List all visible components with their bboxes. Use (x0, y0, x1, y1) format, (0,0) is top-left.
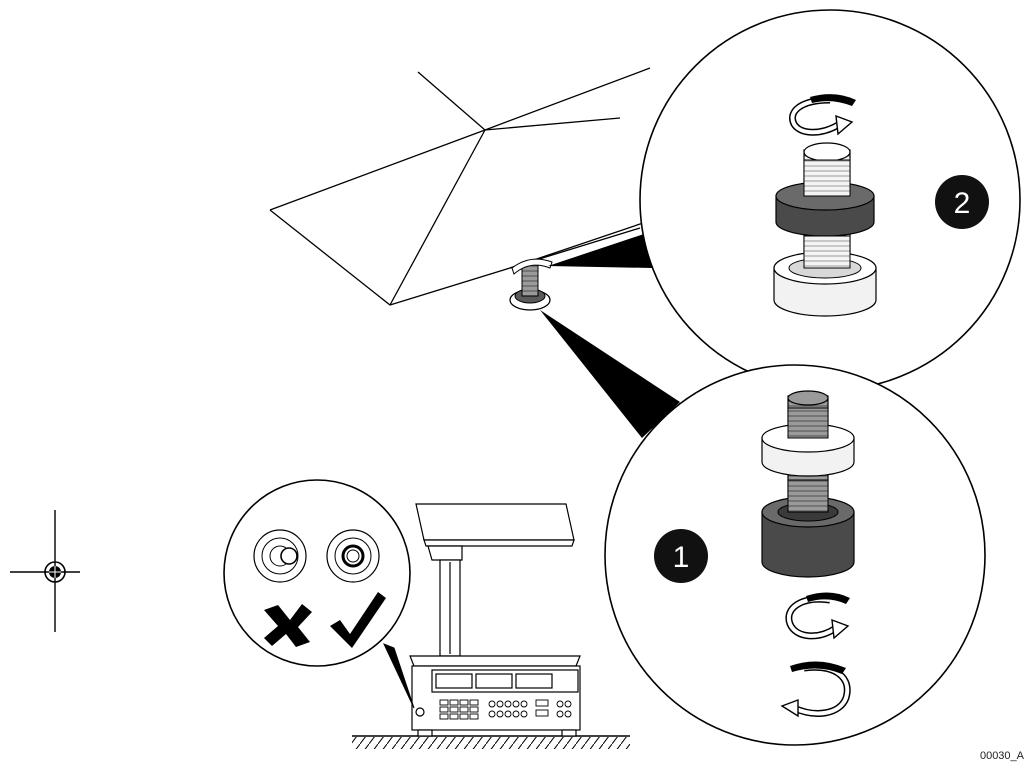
registration-mark-icon (10, 510, 80, 632)
step-2-badge (935, 175, 989, 229)
magnifier-step-2: 2 (639, 9, 1021, 391)
check-icon (330, 592, 386, 648)
floor (352, 735, 630, 749)
step-1-badge (654, 529, 708, 583)
figure-code: 00030_A (979, 750, 1024, 762)
level-bubble-centred-icon (326, 529, 380, 583)
rotate-arrow-icon (789, 94, 856, 136)
scale-foot (509, 258, 553, 311)
scale-underside (269, 67, 653, 306)
rotate-arrow-icon (780, 661, 851, 718)
step-2-label: 2 (954, 187, 971, 220)
rotate-arrow-icon (785, 592, 850, 640)
callout-pointer-step-2 (548, 232, 652, 268)
callout-pointer-level (383, 643, 415, 709)
cross-icon (264, 604, 312, 647)
step-1-label: 1 (673, 541, 690, 574)
level-bubble-off-centre-icon (253, 529, 307, 583)
callout-pointer-step-1 (540, 310, 680, 438)
magnifier-step-1: 1 (604, 364, 986, 746)
scale-illustration (409, 503, 581, 737)
level-check-magnifier (223, 479, 411, 667)
